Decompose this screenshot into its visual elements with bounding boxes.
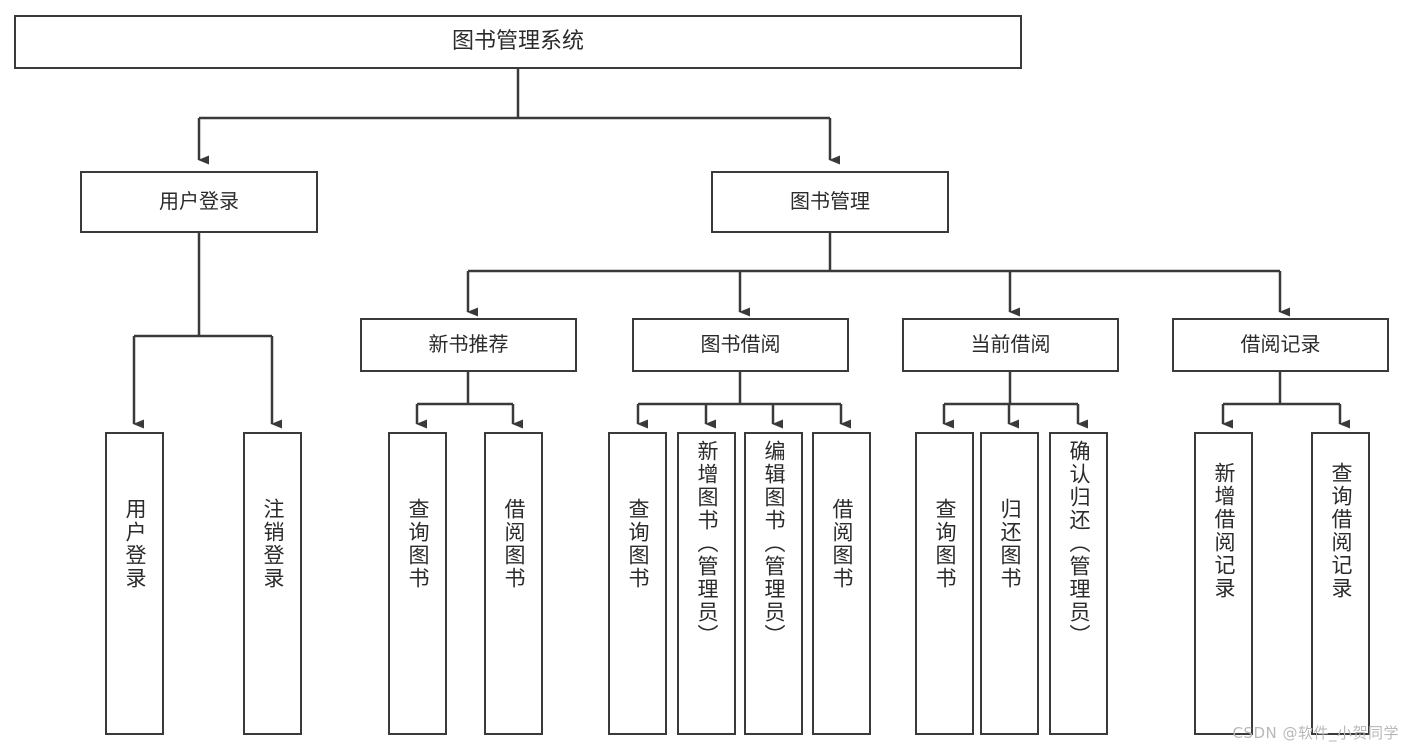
node-leaf-user-logout[interactable]: 注销登录	[243, 432, 302, 735]
node-label: 编辑图书（管理员）	[762, 440, 786, 647]
node-book-borrow[interactable]: 图书借阅	[632, 318, 849, 372]
node-label: 用户登录	[123, 498, 147, 590]
node-label: 查询图书	[406, 498, 430, 590]
node-leaf-return-book[interactable]: 归还图书	[980, 432, 1039, 735]
node-label: 查询图书	[933, 498, 957, 590]
node-leaf-query-book-3[interactable]: 查询图书	[915, 432, 974, 735]
node-label: 注销登录	[261, 498, 285, 590]
node-label: 新书推荐	[428, 332, 509, 357]
node-label: 确认归还（管理员）	[1067, 440, 1091, 647]
node-leaf-query-book-2[interactable]: 查询图书	[608, 432, 667, 735]
node-label: 查询图书	[626, 498, 650, 590]
node-label: 新增借阅记录	[1212, 462, 1236, 600]
node-label: 当前借阅	[970, 332, 1051, 357]
node-leaf-confirm-return[interactable]: 确认归还（管理员）	[1049, 432, 1108, 735]
node-current-borrow[interactable]: 当前借阅	[902, 318, 1119, 372]
node-new-book-recommend[interactable]: 新书推荐	[360, 318, 577, 372]
node-label: 图书借阅	[700, 332, 781, 357]
node-user-login[interactable]: 用户登录	[80, 171, 318, 233]
node-leaf-add-record[interactable]: 新增借阅记录	[1194, 432, 1253, 735]
node-root-book-management-system[interactable]: 图书管理系统	[14, 15, 1022, 69]
node-borrow-record[interactable]: 借阅记录	[1172, 318, 1389, 372]
node-label: 归还图书	[998, 498, 1022, 590]
node-label: 用户登录	[159, 189, 239, 214]
watermark-text: CSDN @软件_小贺同学	[1232, 724, 1399, 742]
node-book-manage[interactable]: 图书管理	[711, 171, 949, 233]
node-leaf-edit-book[interactable]: 编辑图书（管理员）	[744, 432, 803, 735]
node-label: 新增图书（管理员）	[695, 440, 719, 647]
node-label: 借阅图书	[830, 498, 854, 590]
node-leaf-add-book[interactable]: 新增图书（管理员）	[677, 432, 736, 735]
node-label: 借阅图书	[502, 498, 526, 590]
node-leaf-borrow-book-1[interactable]: 借阅图书	[484, 432, 543, 735]
node-leaf-user-login[interactable]: 用户登录	[105, 432, 164, 735]
node-label: 借阅记录	[1240, 332, 1321, 357]
node-leaf-query-record[interactable]: 查询借阅记录	[1311, 432, 1370, 735]
node-label: 查询借阅记录	[1329, 462, 1353, 600]
node-leaf-borrow-book-2[interactable]: 借阅图书	[812, 432, 871, 735]
node-label: 图书管理系统	[451, 29, 584, 55]
node-label: 图书管理	[790, 189, 870, 214]
node-leaf-query-book-1[interactable]: 查询图书	[388, 432, 447, 735]
